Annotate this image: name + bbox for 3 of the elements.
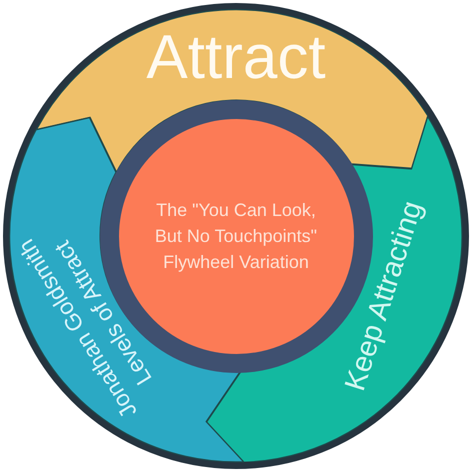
hub-text: The "You Can Look, But No Touchpoints" Flywheel Variation [154,199,318,274]
segment-label: Attract [146,22,326,93]
wheel-segment [36,9,428,173]
